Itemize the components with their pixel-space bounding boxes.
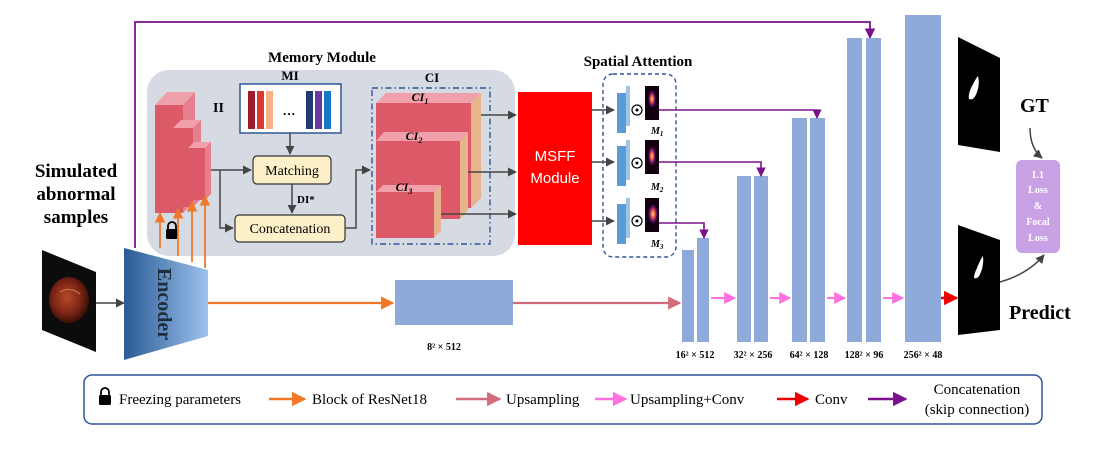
ci-label: CI [425,70,439,85]
decoder-stage-2 [737,176,768,342]
spatial-attention-title: Spatial Attention [584,54,693,70]
ci-blocks [376,93,481,238]
loss-line-5: Loss [1028,233,1048,244]
decoder-stage-1 [682,238,709,342]
stage-label-2: 32² × 256 [734,350,773,361]
lock-icon [166,221,178,239]
matching-label: Matching [265,164,319,179]
gt-mask-image [958,37,1000,152]
loss-line-3: & [1034,201,1042,212]
loss-line-4: Focal [1026,217,1050,228]
gt-label: GT [1020,95,1050,117]
legend-conv-label: Conv [815,392,848,408]
legend-concat-label-line1: Concatenation [934,382,1021,398]
encoder-label: Encoder [153,268,175,340]
input-label-line1: Simulated [35,161,118,182]
m1-label: M1 [650,126,663,138]
msff-label-line1: MSFF [535,148,576,165]
input-label-line2: abnormal [36,184,115,205]
spatial-attention-box [602,73,677,258]
di-label: DI* [297,194,315,206]
decoder-stage-3 [792,118,825,342]
gt-to-loss-arrow [1029,127,1043,159]
msff-label-line2: Module [530,170,579,187]
loss-line-1: L1 [1032,170,1044,181]
bottleneck-block [395,280,513,325]
attention-branch-2 [617,140,659,186]
loss-box [1016,160,1060,253]
legend-resnet-label: Block of ResNet18 [312,392,427,408]
m3-label: M3 [650,239,664,251]
m2-label: M2 [650,182,664,194]
bottleneck-label: 8² × 512 [427,342,461,353]
decoder-stage-4 [847,38,881,342]
ci-dashed-box [371,87,491,245]
encoder-block-arrows [154,194,211,268]
legend-upconv-label: Upsampling+Conv [630,392,745,408]
ii-label: II [213,101,224,116]
predict-mask-image [958,225,1000,335]
stage-label-3: 64² × 128 [790,350,829,361]
legend-box [83,374,1043,425]
attention-branch-1 [617,86,659,133]
memory-module-title: Memory Module [268,50,376,66]
stage-label-5: 256² × 48 [904,350,943,361]
loss-line-2: Loss [1028,185,1048,196]
legend-concat-label-line2: (skip connection) [925,402,1030,418]
attention-branch-3 [617,198,659,244]
stage-label-4: 128² × 96 [845,350,884,361]
ci1-label: CI1 [412,90,429,106]
concatenation-label: Concatenation [250,222,331,237]
mi-memory-bars [248,91,331,129]
top-skip-connection [134,21,876,248]
legend-freeze-label: Freezing parameters [119,392,241,408]
ii-feature-blocks [155,92,211,213]
input-label-line3: samples [44,207,108,228]
stage-label-1: 16² × 512 [676,350,715,361]
msff-module [518,92,592,245]
legend-upsampling-label: Upsampling [506,392,580,408]
ci2-label: CI2 [406,129,423,145]
decoder-stage-5 [905,15,941,342]
attention-skip-connections [659,109,822,239]
memory-arrows [211,133,371,233]
mi-label: MI [281,68,298,83]
encoder-block [124,248,208,360]
predict-to-loss-arrow [999,254,1045,283]
ci3-label: CI3 [396,180,413,196]
predict-label: Predict [1009,302,1071,324]
ci-to-msff-arrows [441,110,517,219]
legend-lock-icon [99,387,111,405]
mi-ellipsis: ··· [282,106,295,121]
input-sample-image [42,250,96,352]
